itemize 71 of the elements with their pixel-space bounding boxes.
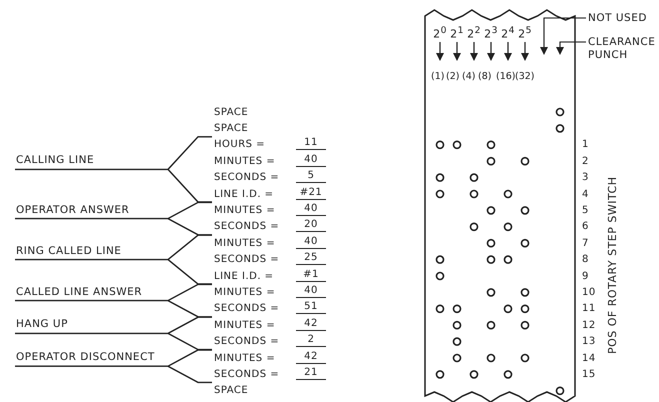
field-value: #21 [296, 186, 326, 200]
event-label: RING CALLED LINE [16, 244, 122, 258]
field-label: SECONDS = [214, 171, 280, 184]
field-value: 21 [296, 366, 326, 380]
event-label: HANG UP [16, 318, 68, 332]
leader-line [556, 41, 586, 55]
field-label: SPACE [214, 106, 248, 118]
field-label: SECONDS = [214, 220, 280, 234]
bit-value-label: (4) [462, 70, 476, 83]
bit-value-label: (2) [446, 70, 460, 83]
field-value: #1 [296, 268, 326, 282]
bit-value-label: (16) [496, 70, 516, 83]
row-number: 4 [582, 188, 589, 200]
side-label: POS OF ROTARY STEP SWITCH [605, 175, 620, 356]
callout-label: CLEARANCE PUNCH [588, 36, 656, 62]
field-label: LINE I.D. = [214, 188, 274, 200]
row-number: 13 [582, 335, 596, 348]
row-number: 7 [582, 236, 589, 250]
field-value: 11 [296, 137, 326, 150]
field-value: 5 [296, 170, 326, 184]
row-number: 3 [582, 171, 589, 184]
field-value: 2 [296, 334, 326, 348]
row-number: 15 [582, 368, 596, 381]
field-value: 40 [296, 202, 326, 216]
field-label: MINUTES = [214, 236, 276, 250]
field-value: 51 [296, 301, 326, 314]
bit-weight-label: 2$^{3}$ [483, 24, 499, 41]
field-label: SECONDS = [214, 335, 280, 348]
field-value: 42 [296, 350, 326, 364]
row-number: 9 [582, 270, 589, 282]
bit-weight-label: 2$^{5}$ [517, 24, 533, 41]
field-label: MINUTES = [214, 352, 276, 364]
bit-value-label: (32) [515, 70, 535, 83]
event-label: OPERATOR DISCONNECT [16, 351, 155, 364]
field-label: SPACE [214, 384, 248, 398]
field-value: 25 [296, 252, 326, 266]
field-label: MINUTES = [214, 154, 276, 168]
event-label: OPERATOR ANSWER [16, 204, 130, 217]
field-label: MINUTES = [214, 286, 276, 299]
row-number: 8 [582, 253, 589, 266]
field-label: SECONDS = [214, 253, 280, 266]
field-value: 42 [296, 318, 326, 331]
row-number: 14 [582, 352, 596, 364]
bit-weight-label: 2$^{4}$ [500, 24, 516, 41]
bit-weight-label: 2$^{1}$ [449, 24, 465, 41]
row-number: 11 [582, 302, 596, 316]
field-label: SPACE [214, 122, 248, 135]
row-number: 12 [582, 318, 596, 332]
field-value: 40 [296, 154, 326, 167]
field-label: SECONDS = [214, 368, 280, 381]
callout-label: NOT USED [588, 12, 656, 25]
field-label: LINE I.D. = [214, 270, 274, 282]
row-number: 6 [582, 220, 589, 234]
field-value: 40 [296, 284, 326, 298]
bit-value-label: (8) [478, 70, 492, 83]
field-label: HOURS = [214, 138, 266, 152]
bit-weight-label: 2$^{0}$ [432, 24, 448, 41]
field-label: MINUTES = [214, 204, 276, 217]
field-label: MINUTES = [214, 318, 276, 332]
event-label: CALLING LINE [16, 154, 94, 168]
bit-weight-label: 2$^{2}$ [466, 24, 482, 41]
row-number: 5 [582, 204, 589, 217]
field-value: 40 [296, 236, 326, 249]
row-number: 1 [582, 138, 589, 152]
row-number: 2 [582, 154, 589, 168]
field-value: 20 [296, 219, 326, 232]
bit-value-label: (1) [431, 70, 444, 83]
row-number: 10 [582, 286, 596, 299]
event-label: CALLED LINE ANSWER [16, 286, 142, 299]
leader-line [540, 17, 586, 55]
field-label: SECONDS = [214, 302, 280, 316]
